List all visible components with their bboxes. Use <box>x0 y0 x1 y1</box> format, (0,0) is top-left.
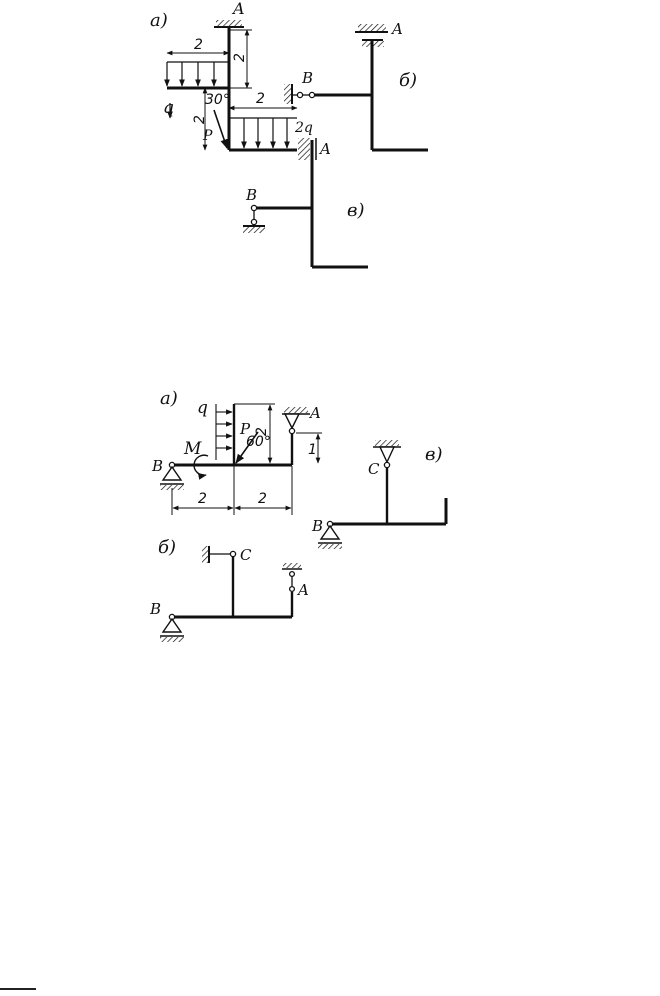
a2-dim-height-label: 2 <box>254 427 270 436</box>
a2-dim1-label: 1 <box>308 442 317 458</box>
b2-pin-c <box>229 550 237 558</box>
c2-support-c-triangle <box>378 446 396 464</box>
point-a-c-label: A <box>318 140 331 158</box>
b2-wall-hatch <box>202 546 208 563</box>
dim-lower-width-label: 2 <box>256 91 265 107</box>
dim-upper-height-label: 2 <box>232 53 248 62</box>
point-b-c-label: B <box>245 186 257 204</box>
b2-pin-a-bottom <box>288 585 296 593</box>
a2-support-a-triangle <box>283 413 301 430</box>
subfig-c-label: в) <box>347 200 365 221</box>
point-b-label: B <box>301 69 313 87</box>
angle-label: 30° <box>205 92 230 108</box>
point-b-c2-label: B <box>311 517 323 535</box>
c2-support-c-hatch <box>375 440 399 446</box>
a2-dim-left-label: 2 <box>198 491 207 507</box>
b-pin-1 <box>308 91 316 99</box>
a2-support-a-hatch <box>284 407 308 413</box>
figure-2-subfig-b: б) C A B <box>149 537 309 642</box>
moment-m-arrow <box>193 454 209 480</box>
point-a-b2-label: A <box>296 581 309 599</box>
page-footer-rule <box>0 988 36 990</box>
figure-1-subfig-c: в) A B <box>243 138 368 269</box>
point-b-a2-label: B <box>151 457 163 475</box>
subfig-b-label-2: б) <box>158 537 176 558</box>
force-p-arrow <box>213 109 228 149</box>
figure-1: а) A q 2 2 <box>150 0 428 269</box>
figure-2: а) B M q P 60° 2 <box>149 388 448 642</box>
a2-support-b-hatch <box>160 485 184 490</box>
point-c-c2-label: C <box>368 460 380 478</box>
b2-support-b-hatch <box>160 637 184 642</box>
a2-pin-a <box>288 427 296 435</box>
load-2q-label: 2q <box>294 120 313 136</box>
a2-angle-label: 60° <box>246 434 271 450</box>
c-pin-top <box>250 204 258 212</box>
c2-support-b-hatch <box>318 544 342 549</box>
b-pin-2 <box>296 91 304 99</box>
load-q-label: q <box>163 98 174 118</box>
figure-1-subfig-a: а) A q 2 2 <box>150 0 313 152</box>
c-pin-bottom <box>250 218 258 226</box>
a2-force-p-arrow <box>235 431 259 464</box>
point-a-label: A <box>231 0 245 18</box>
b2-support-b-triangle <box>161 617 183 633</box>
dim-lower-height-label: 2 <box>192 115 208 124</box>
c-wall-hatch <box>298 138 310 160</box>
subfig-c-label-2: в) <box>425 444 443 465</box>
a2-support-b-triangle <box>161 465 183 481</box>
a2-dim-right-label: 2 <box>258 491 267 507</box>
c2-pin-c <box>383 461 391 469</box>
b2-support-a-hatch <box>283 563 301 568</box>
dim-upper-width-label: 2 <box>194 37 203 53</box>
point-a-b-label: A <box>390 20 403 38</box>
a2-load-q-label: q <box>197 398 208 418</box>
subfig-b-label: б) <box>399 70 417 91</box>
force-p-label: P <box>202 128 213 144</box>
figure-2-subfig-a: а) B M q P 60° 2 <box>151 388 322 515</box>
c-ground-hatch <box>243 227 265 233</box>
subfig-a-label: а) <box>150 10 168 31</box>
a2-force-p-label: P <box>239 420 251 438</box>
c2-support-b-triangle <box>319 524 341 540</box>
point-c-b2-label: C <box>240 546 252 564</box>
b-wall-hatch <box>284 84 291 104</box>
subfig-a-label-2: а) <box>160 388 178 409</box>
figure-1-subfig-b: б) A B <box>284 20 428 152</box>
b2-pin-a-top <box>288 570 296 578</box>
figure-2-subfig-c: в) C B <box>311 440 448 549</box>
point-b-b2-label: B <box>149 600 161 618</box>
support-a-hatch <box>216 20 242 27</box>
point-a-a2-label: A <box>308 404 321 422</box>
support-a-b-hatch-top <box>358 24 386 31</box>
moment-m-label: M <box>183 439 202 459</box>
